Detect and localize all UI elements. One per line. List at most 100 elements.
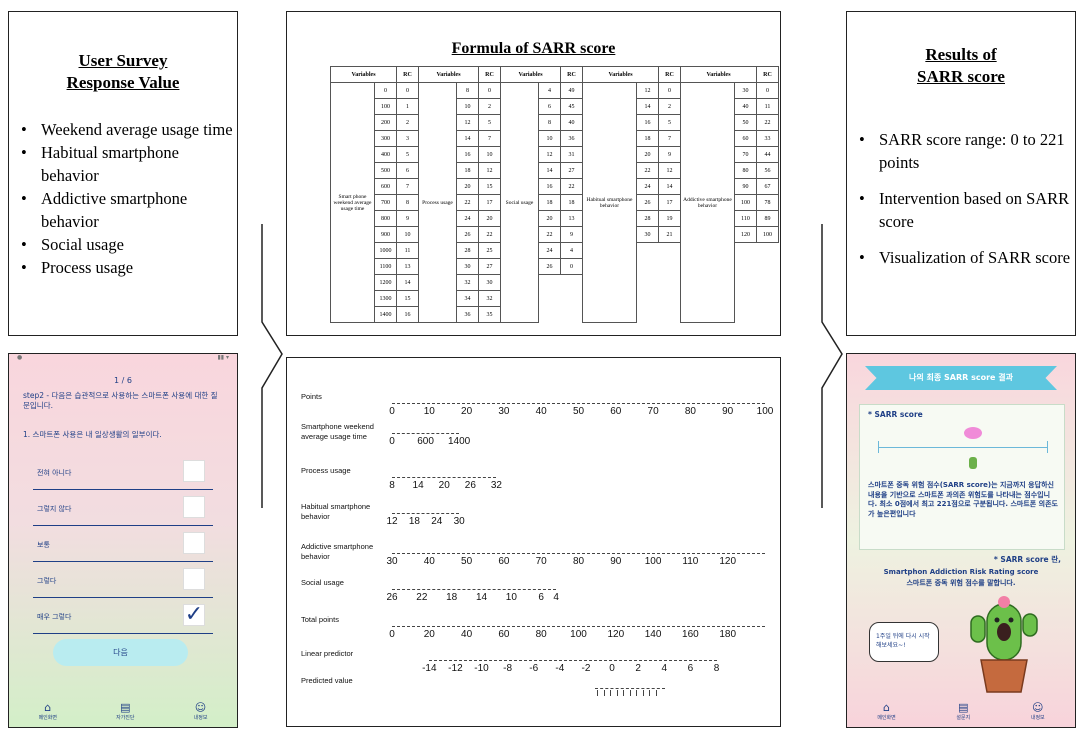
- rc-cell: 16: [396, 306, 419, 323]
- nav-item[interactable]: ☺내정보: [194, 701, 208, 721]
- status-icons: ▮▮ ▾: [217, 354, 229, 361]
- nomogram-tick-label: 80: [535, 629, 547, 640]
- speech-bubble-text: 1주일 뒤에 다시 시작해보세요~!: [876, 633, 930, 649]
- survey-item: Process usage: [9, 256, 237, 279]
- survey-item: Weekend average usage time: [9, 118, 237, 141]
- nomogram-row-label: Points: [301, 392, 322, 401]
- rc-cell: 30: [478, 274, 501, 291]
- value-cell: 12: [636, 82, 659, 99]
- value-cell: 700: [374, 194, 397, 211]
- rc-cell: 0: [756, 82, 779, 99]
- variable-cell: Process usage: [418, 82, 457, 323]
- variables-header: Variables: [500, 66, 561, 83]
- answer-checkbox[interactable]: [183, 460, 205, 482]
- nomogram-tick-label: 24: [431, 516, 443, 527]
- nav-item[interactable]: ⌂메인화면: [877, 701, 895, 721]
- nomogram-tick-label: 10: [423, 406, 435, 417]
- value-cell: [637, 243, 659, 259]
- value-cell: 22: [538, 226, 561, 243]
- predicted-value-mark: [655, 690, 657, 696]
- rc-cell: 13: [396, 258, 419, 275]
- answer-option-label: 매우 그렇다: [37, 613, 72, 621]
- value-cell: 100: [374, 98, 397, 115]
- value-cell: 1300: [374, 290, 397, 307]
- nomogram-row-label: Smartphone weekend average usage time: [301, 422, 374, 441]
- note-line1: Smartphon Addiction Risk Rating score: [883, 568, 1039, 576]
- nomogram-tick-label: 120: [607, 629, 625, 640]
- nomogram-tick-label: 10: [505, 592, 517, 603]
- nomogram-tick-label: 60: [498, 629, 510, 640]
- answer-option[interactable]: 매우 그렇다 ✓: [33, 598, 213, 634]
- nav-item[interactable]: ⌂메인화면: [39, 701, 57, 721]
- value-cell: 24: [456, 210, 479, 227]
- nav-item[interactable]: ☺내정보: [1031, 701, 1045, 721]
- answer-checkbox[interactable]: ✓: [183, 604, 205, 626]
- variables-header: Variables: [582, 66, 659, 83]
- result-description: 스마트폰 중독 위험 점수(SARR score)는 지금까지 응답하신 내용을…: [868, 481, 1058, 518]
- rc-cell: 14: [658, 178, 681, 195]
- value-cell: 30: [456, 258, 479, 275]
- value-cell: [637, 259, 659, 275]
- value-cell: 22: [456, 194, 479, 211]
- nomogram-axis: [392, 513, 460, 514]
- value-cell: 70: [734, 146, 757, 163]
- rc-cell: 12: [658, 162, 681, 179]
- answer-option[interactable]: 그렇다: [33, 562, 213, 598]
- answer-checkbox[interactable]: [183, 496, 205, 518]
- value-cell: 14: [538, 162, 561, 179]
- nomogram-tick-label: 40: [535, 406, 547, 417]
- nomogram-tick-label: 70: [535, 556, 547, 567]
- answer-checkbox[interactable]: [183, 532, 205, 554]
- rc-cell: 8: [396, 194, 419, 211]
- value-cell: 20: [538, 210, 561, 227]
- nomogram-tick-label: -2: [581, 663, 591, 674]
- value-cell: 24: [636, 178, 659, 195]
- rc-cell: 32: [478, 290, 501, 307]
- variable-cell: Smart phone weekend average usage time: [330, 82, 375, 323]
- rc-cell: [757, 259, 779, 275]
- result-banner-text: 나의 최종 SARR score 결과: [909, 373, 1013, 382]
- value-cell: 0: [374, 82, 397, 99]
- value-cell: 110: [734, 210, 757, 227]
- predicted-value-mark: [629, 690, 631, 696]
- nomogram-row-label: Total points: [301, 615, 339, 624]
- value-cell: [539, 291, 561, 307]
- value-cell: [735, 291, 757, 307]
- nomogram-tick-label: 1400: [448, 436, 471, 447]
- rc-cell: 7: [396, 178, 419, 195]
- rc-cell: 9: [396, 210, 419, 227]
- answer-option-label: 보통: [37, 541, 50, 549]
- rc-cell: 22: [560, 178, 583, 195]
- nomogram-tick-label: 0: [389, 406, 395, 417]
- value-cell: 900: [374, 226, 397, 243]
- variables-header: Variables: [418, 66, 479, 83]
- next-button[interactable]: 다음: [53, 639, 188, 666]
- answer-option[interactable]: 그렇지 않다: [33, 490, 213, 526]
- value-cell: 10: [456, 98, 479, 115]
- nav-item[interactable]: ▤설문지: [956, 701, 970, 721]
- predicted-value-mark: [597, 690, 598, 696]
- answer-option[interactable]: 보통: [33, 526, 213, 562]
- nomogram-tick-label: 8: [713, 663, 720, 674]
- rc-cell: 56: [756, 162, 779, 179]
- nomogram-axis: [429, 660, 717, 661]
- value-cell: 400: [374, 146, 397, 163]
- rc-cell: 78: [756, 194, 779, 211]
- nomogram-tick-label: -10: [474, 663, 489, 674]
- survey-phone-screen: ●▮▮ ▾ 1 / 6 step2 - 다음은 습관적으로 사용하는 스마트폰 …: [8, 353, 238, 728]
- variable-label: Social usage: [505, 199, 534, 206]
- step-text: step2 - 다음은 습관적으로 사용하는 스마트폰 사용에 대한 질문입니다…: [23, 391, 218, 410]
- result-section-title: * SARR score: [868, 410, 923, 419]
- answer-option[interactable]: 전혀 아니다: [33, 454, 213, 490]
- variable-cell: Habitual smartphone behavior: [582, 82, 637, 323]
- arrow-left: [261, 224, 283, 508]
- value-cell: 1100: [374, 258, 397, 275]
- nomogram-tick-label: 100: [570, 629, 587, 640]
- nomogram-axis: [392, 433, 460, 434]
- nomogram-tick-label: 120: [719, 556, 737, 567]
- nav-item[interactable]: ▤자가진단: [116, 701, 134, 721]
- answer-checkbox[interactable]: [183, 568, 205, 590]
- answer-option-label: 그렇다: [37, 577, 57, 585]
